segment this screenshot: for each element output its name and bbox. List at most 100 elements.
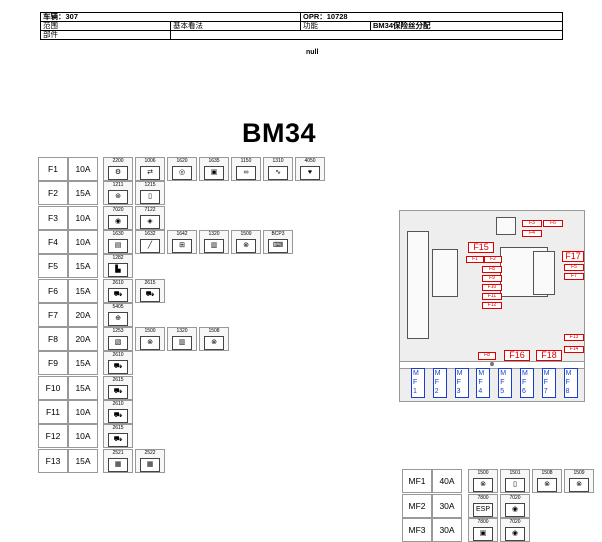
fuse-name: F12 bbox=[38, 424, 68, 449]
component-cell[interactable]: 1508⊗ bbox=[532, 469, 562, 493]
component-code: 1253 bbox=[112, 328, 124, 335]
component-cell[interactable]: 2610⛟ bbox=[103, 400, 133, 424]
opr-cell: OPR：10728 bbox=[300, 12, 563, 22]
component-icon: ⊗ bbox=[236, 238, 256, 253]
connector-strip: ⊗ bbox=[400, 361, 584, 369]
component-icon: ⇄ bbox=[140, 166, 160, 180]
component-code: 7020 bbox=[112, 206, 124, 213]
component-cell[interactable]: 2610⛟ bbox=[103, 278, 133, 303]
component-icon: ⊗ bbox=[569, 478, 589, 492]
header-table: 车辆：307 OPR：10728 范围 基本看法 功能 BM34保险丝分配 部件 bbox=[40, 12, 563, 40]
component-icon: ⊗ bbox=[473, 478, 493, 492]
component-cell[interactable]: 1509⊗ bbox=[564, 469, 594, 493]
component-code: 2615 bbox=[112, 425, 124, 432]
component-cell[interactable]: 1635▣ bbox=[199, 157, 229, 181]
fuse-label: F2 bbox=[484, 256, 502, 263]
component-cell[interactable]: 1320▥ bbox=[199, 229, 229, 254]
component-code: 2615 bbox=[112, 376, 124, 383]
component-code: 1630 bbox=[112, 230, 124, 237]
component-cell[interactable]: 1508⊗ bbox=[199, 327, 229, 352]
component-cell[interactable]: 7800▣ bbox=[468, 518, 498, 542]
component-cell[interactable]: 2522▦ bbox=[135, 448, 165, 473]
component-cell[interactable]: 7020◉ bbox=[500, 518, 530, 542]
component-cell[interactable]: 1253▧ bbox=[103, 327, 133, 352]
component-cell[interactable]: 1310 ∿ bbox=[263, 157, 293, 181]
fuse-amperage: 10A bbox=[68, 400, 98, 424]
fuse-name: MF2 bbox=[402, 493, 432, 518]
diagram-block bbox=[533, 251, 555, 295]
fuse-amperage: 15A bbox=[68, 181, 98, 206]
component-cell[interactable]: 1006⇄ bbox=[135, 157, 165, 181]
component-cell[interactable]: 1642⊞ bbox=[167, 229, 197, 254]
fuse-name: F1 bbox=[38, 157, 68, 181]
component-cell[interactable]: 2521▦ bbox=[103, 448, 133, 473]
fuse-label: F9 bbox=[482, 275, 502, 282]
fuse-name: F11 bbox=[38, 400, 68, 424]
component-cell[interactable]: 1282▙ bbox=[103, 254, 133, 279]
component-cell[interactable]: 7122◈ bbox=[135, 205, 165, 230]
component-icon: ▦ bbox=[140, 457, 160, 472]
component-cell[interactable]: 1211⊛ bbox=[103, 181, 133, 206]
component-cell[interactable]: 2615⛟ bbox=[103, 424, 133, 449]
component-icon: ESP bbox=[473, 502, 493, 517]
component-cell[interactable]: 1630▤ bbox=[103, 229, 133, 254]
component-cell[interactable]: 1150∞ bbox=[231, 157, 261, 181]
fuse-amperage: 30A bbox=[432, 493, 462, 518]
component-cell[interactable]: 7020◉ bbox=[103, 205, 133, 230]
component-code: 7020 bbox=[509, 519, 521, 525]
component-icon: ◉ bbox=[505, 502, 525, 517]
fuse-name: F13 bbox=[38, 448, 68, 473]
component-cell[interactable]: 2200⚙ bbox=[103, 157, 133, 181]
fuse-name: F6 bbox=[38, 278, 68, 303]
component-icon: ▥ bbox=[204, 238, 224, 253]
component-cell[interactable]: 1509⊗ bbox=[231, 229, 261, 254]
component-cell[interactable]: 1215▯ bbox=[135, 181, 165, 206]
component-cell[interactable]: 1620◎ bbox=[167, 157, 197, 181]
component-cell[interactable]: 1500⊗ bbox=[468, 469, 498, 493]
component-code: 7122 bbox=[144, 206, 156, 213]
component-code: 5405 bbox=[112, 303, 124, 310]
component-icon: ▦ bbox=[108, 457, 128, 472]
fuse-label: F11 bbox=[482, 293, 502, 300]
component-icon: ▯ bbox=[505, 478, 525, 492]
fuse-label: F10 bbox=[482, 284, 502, 291]
component-cell[interactable]: 5405⊕ bbox=[103, 302, 133, 327]
scope-value: 基本看法 bbox=[170, 21, 301, 31]
component-code: 1500 bbox=[144, 328, 156, 335]
diagram-block bbox=[407, 231, 429, 339]
component-icon: ⛟ bbox=[108, 287, 128, 302]
component-cell[interactable]: BCP3⌨ bbox=[263, 229, 293, 254]
component-code: 1215 bbox=[144, 182, 156, 189]
fuse-amperage: 20A bbox=[68, 327, 98, 352]
fuse-label: F18 bbox=[536, 350, 562, 361]
component-code: 7800 bbox=[477, 519, 489, 525]
component-icon: ⊞ bbox=[172, 238, 192, 253]
component-icon: ⊗ bbox=[204, 336, 224, 351]
component-cell[interactable]: 1632╱ bbox=[135, 229, 165, 254]
fuse-amperage: 30A bbox=[432, 518, 462, 542]
component-code: 2522 bbox=[144, 449, 156, 456]
component-cell[interactable]: 1500⊗ bbox=[135, 327, 165, 352]
fuse-label: F5 bbox=[564, 264, 584, 271]
component-code: 2615 bbox=[144, 279, 156, 286]
component-cell[interactable]: 2615⛟ bbox=[103, 375, 133, 400]
fuse-label: F7 bbox=[564, 273, 584, 280]
component-icon: ⊛ bbox=[108, 190, 128, 205]
component-cell[interactable]: 7020◉ bbox=[500, 493, 530, 518]
component-cell[interactable]: 4050♥ bbox=[295, 157, 325, 181]
component-cell[interactable]: 2610⛟ bbox=[103, 351, 133, 376]
component-icon: ▥ bbox=[172, 336, 192, 351]
component-cell[interactable]: 2615⛟ bbox=[135, 278, 165, 303]
component-icon: ⛟ bbox=[108, 360, 128, 375]
component-cell[interactable]: 1320▥ bbox=[167, 327, 197, 352]
component-icon: ♥ bbox=[300, 166, 320, 180]
component-code: 2610 bbox=[112, 401, 124, 407]
component-code: 7020 bbox=[509, 494, 521, 501]
component-code: 1310 bbox=[272, 158, 284, 164]
component-code: 1508 bbox=[208, 328, 220, 335]
component-cell[interactable]: 1501▯ bbox=[500, 469, 530, 493]
component-icon: ∿ bbox=[268, 166, 288, 180]
